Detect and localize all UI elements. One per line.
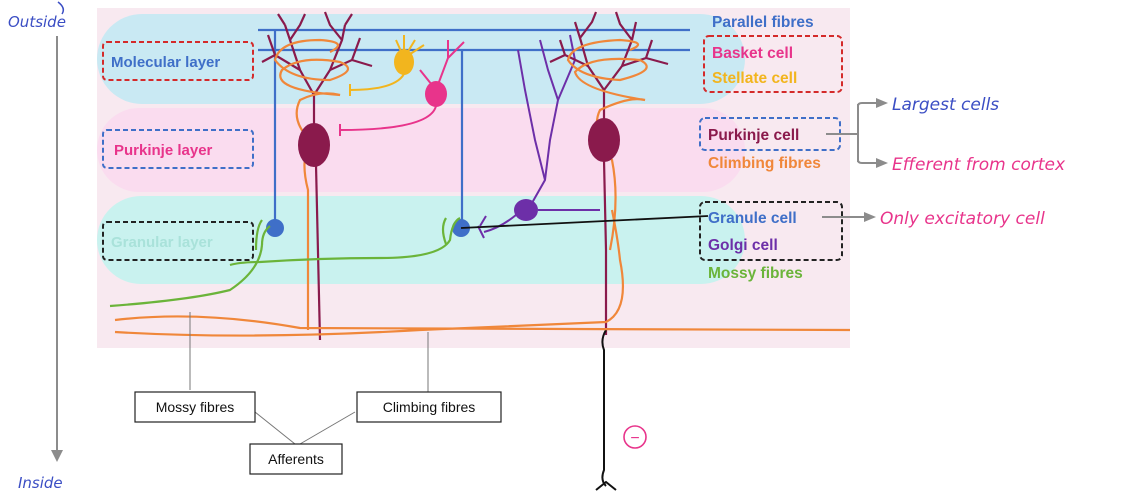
purkinje-layer-label: Purkinje layer — [114, 142, 213, 159]
largest-cells-note: Largest cells — [892, 95, 999, 115]
legend-basket-cell: Basket cell — [712, 45, 793, 62]
outside-label: Outside — [8, 13, 66, 31]
legend-mossy-fibres: Mossy fibres — [708, 265, 803, 282]
molecular-layer-label: Molecular layer — [111, 54, 220, 71]
climbing-fibres-box-label: Climbing fibres — [383, 399, 476, 415]
only-excitatory-note: Only excitatory cell — [880, 209, 1045, 229]
efferent-axon — [596, 330, 616, 490]
largest-cells-arrowhead — [876, 98, 888, 108]
legend-climbing-fibres: Climbing fibres — [708, 155, 821, 172]
efferent-note: Efferent from cortex — [892, 155, 1066, 175]
inhibitory-sign: − — [630, 430, 639, 447]
granule-arrowhead — [864, 212, 876, 222]
inside-label: Inside — [18, 474, 63, 492]
purkinje-cell-body-right — [588, 118, 620, 162]
legend-parallel-fibres: Parallel fibres — [712, 14, 814, 31]
legend-purkinje-cell: Purkinje cell — [708, 127, 799, 144]
legend-golgi-cell: Golgi cell — [708, 237, 778, 254]
legend-stellate-cell: Stellate cell — [712, 70, 797, 87]
legend-granule-cell: Granule cell — [708, 210, 797, 227]
purkinje-cell-body-left — [298, 123, 330, 167]
depth-axis-arrowhead — [51, 450, 63, 462]
efferent-arrowhead — [876, 158, 888, 168]
granular-layer-label: Granular layer — [111, 234, 213, 251]
mossy-fibres-box-label: Mossy fibres — [156, 399, 235, 415]
afferents-box-label: Afferents — [268, 451, 324, 467]
